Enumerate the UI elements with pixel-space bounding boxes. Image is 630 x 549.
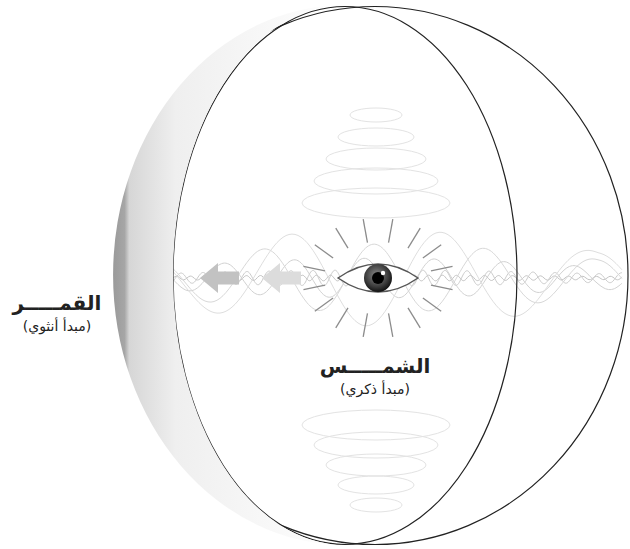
principle-note: (مبدأ أنثوي) xyxy=(4,316,110,336)
eye-ray xyxy=(423,298,441,311)
eye-outline xyxy=(338,264,418,292)
wave-line xyxy=(124,258,622,297)
vortex-ring xyxy=(338,476,414,494)
light-arrow xyxy=(200,263,239,293)
wave-lines xyxy=(124,232,622,326)
eye-ray xyxy=(336,228,348,248)
body-name: الشمـــــس xyxy=(121,353,629,379)
vortex-ring xyxy=(326,148,426,170)
eye-ray xyxy=(431,266,453,271)
eye-highlight xyxy=(381,271,385,275)
vortex-ring xyxy=(350,108,402,122)
eye-ray xyxy=(363,313,367,337)
vortex-ring xyxy=(326,454,426,476)
wave-line xyxy=(124,275,622,281)
moon-crescent: القمـــــر(مبدأ أنثوي) xyxy=(0,0,350,549)
eye-ray xyxy=(389,219,393,243)
wave-line xyxy=(124,270,622,286)
vortex-ring xyxy=(302,188,450,218)
wave-line xyxy=(124,232,622,326)
vortex-ring xyxy=(314,432,438,458)
principle-note: (مبدأ ذكري) xyxy=(121,379,629,399)
moon-crescent-outline xyxy=(0,0,350,549)
eye-ray xyxy=(408,308,420,328)
eye-ray xyxy=(303,266,325,271)
eye-ray xyxy=(363,219,367,243)
vortex-ring xyxy=(302,410,450,440)
eye-ray xyxy=(423,245,441,258)
label-block: القمـــــر(مبدأ أنثوي) xyxy=(4,290,110,336)
sphere-meridian xyxy=(173,7,517,545)
vortex-ring xyxy=(350,498,402,512)
body-name: القمـــــر xyxy=(4,290,110,316)
light-arrow xyxy=(262,263,301,293)
moon-crescent-shape xyxy=(113,5,345,545)
eye-ray xyxy=(303,285,325,290)
eye-ray xyxy=(315,245,333,258)
eye-ray xyxy=(408,228,420,248)
eye-ray xyxy=(431,285,453,290)
vortex-rings xyxy=(302,108,450,512)
vortex-ring xyxy=(314,168,438,194)
eye-pupil xyxy=(372,272,384,284)
eye-ray xyxy=(336,308,348,328)
eye-symbol xyxy=(338,264,418,292)
eye-ray xyxy=(389,313,393,337)
eye-ray xyxy=(315,298,333,311)
wave-line xyxy=(124,244,622,311)
label-block: الشمـــــس(مبدأ ذكري) xyxy=(121,353,629,399)
vortex-ring xyxy=(338,128,414,146)
eye-iris xyxy=(364,264,392,292)
eye-rays xyxy=(303,219,452,337)
